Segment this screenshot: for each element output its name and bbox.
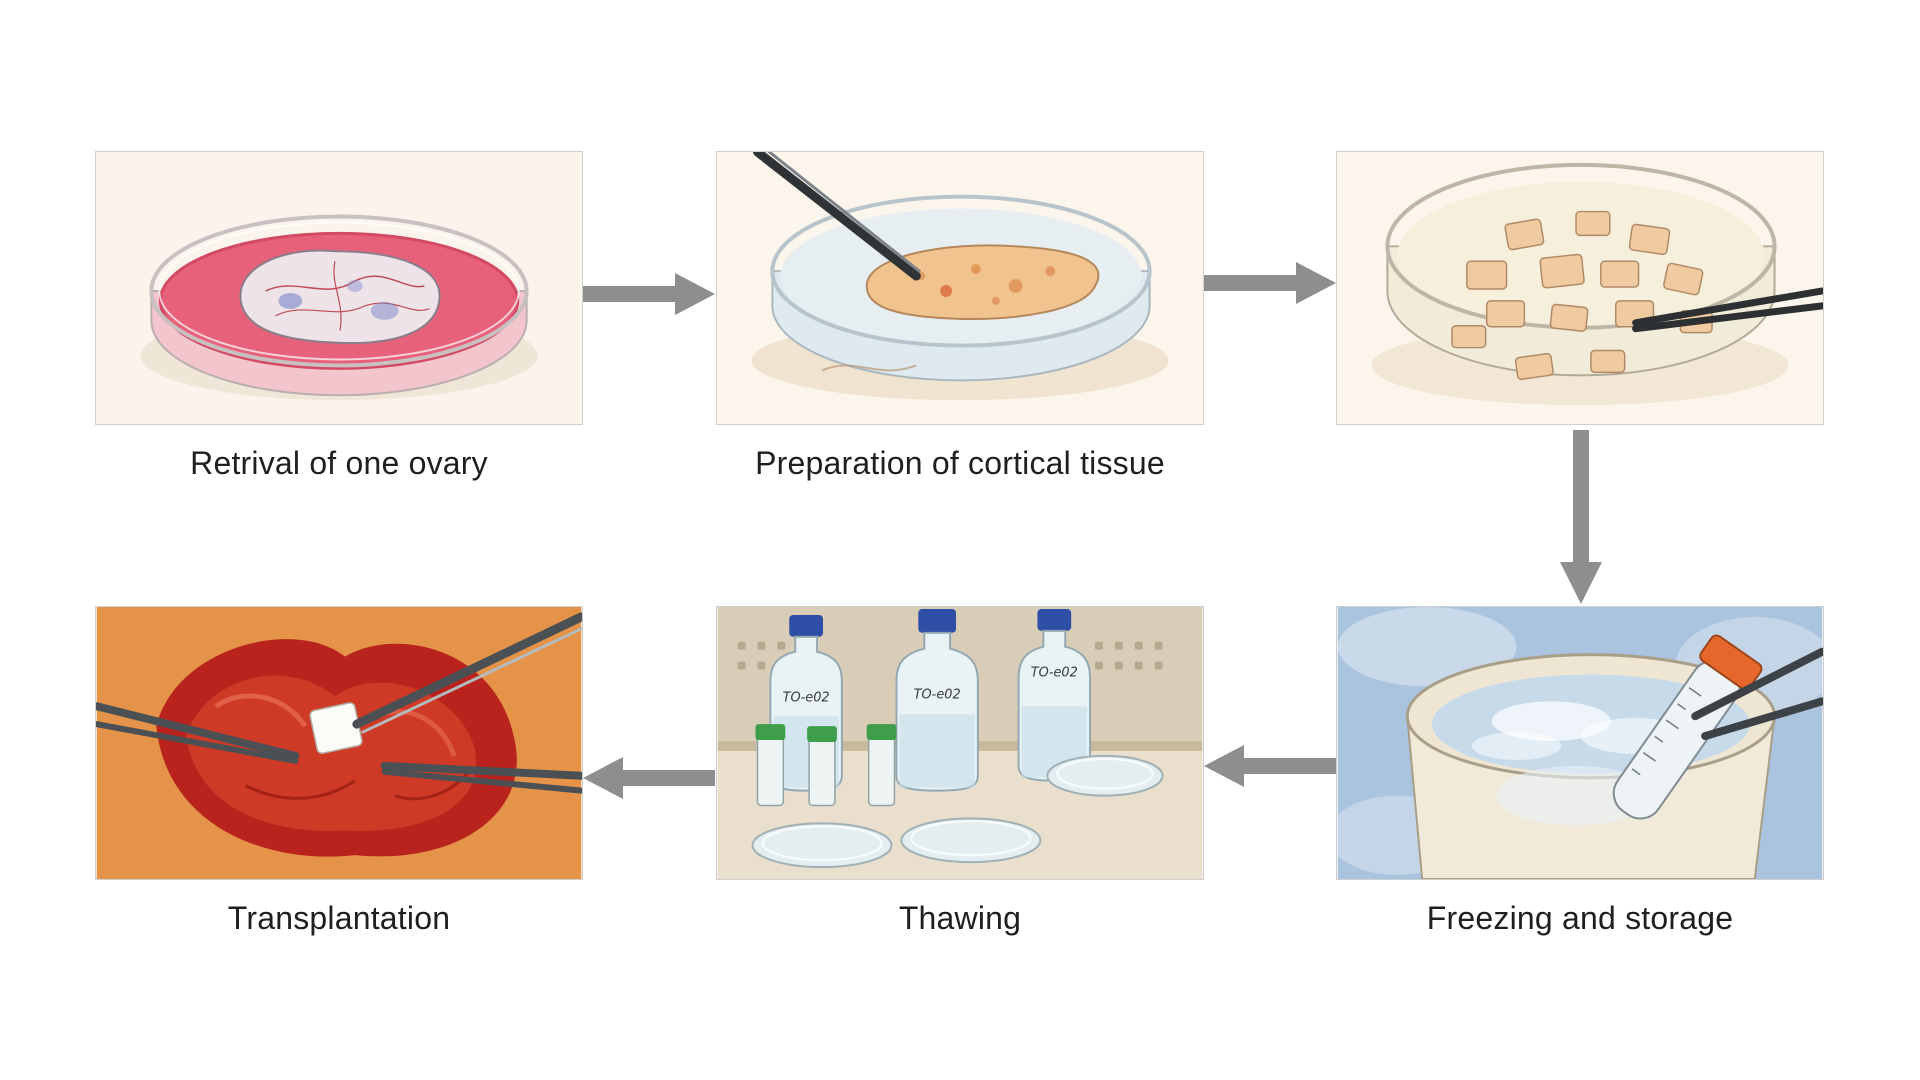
fragmentation-illustration — [1337, 152, 1823, 424]
thawing-illustration: TO-e02 TO-e02 TO-e02 — [717, 607, 1203, 879]
flow-arrow-right — [583, 273, 715, 315]
flow-arrow-left — [583, 757, 715, 799]
caption-freezing: Freezing and storage — [1426, 900, 1734, 936]
caption-preparation: Preparation of cortical tissue — [755, 445, 1165, 481]
panel-retrieval — [95, 151, 583, 425]
panel-transplantation — [95, 606, 583, 880]
caption-retrieval: Retrival of one ovary — [190, 445, 488, 481]
flow-arrow-left — [1204, 745, 1336, 787]
bottle-label: TO-e02 — [1031, 665, 1078, 680]
bottle-label: TO-e02 — [783, 690, 830, 705]
preparation-illustration — [717, 152, 1203, 424]
caption-transplantation: Transplantation — [227, 900, 451, 936]
panel-thawing: TO-e02 TO-e02 TO-e02 — [716, 606, 1204, 880]
panel-fragmentation — [1336, 151, 1824, 425]
freezing-illustration — [1337, 607, 1823, 879]
flow-arrow-right — [1204, 262, 1336, 304]
transplantation-illustration — [96, 607, 582, 879]
bottle-label: TO-e02 — [914, 687, 961, 702]
panel-freezing — [1336, 606, 1824, 880]
panel-preparation — [716, 151, 1204, 425]
caption-thawing: Thawing — [898, 900, 1022, 936]
flow-arrow-down — [1560, 430, 1602, 604]
retrieval-illustration — [96, 152, 582, 424]
